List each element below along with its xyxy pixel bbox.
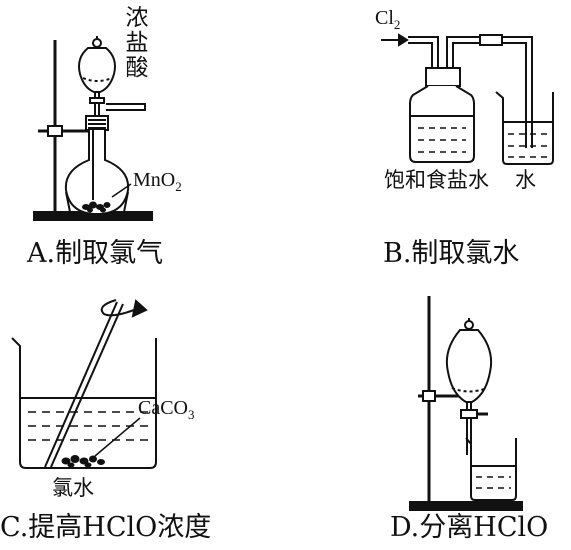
glass-rod: [44, 301, 118, 468]
caco3-solid: [61, 455, 105, 468]
separatory-funnel: [445, 329, 493, 403]
caco3-label: CaCO3: [138, 397, 195, 422]
bottle-label: 饱和食盐水: [384, 168, 489, 192]
panel-a-apparatus: [33, 36, 153, 221]
beaker: [11, 337, 157, 469]
caption-d: D.分离HClO: [390, 512, 549, 543]
panel-b-apparatus: [381, 33, 554, 165]
panel-d-apparatus: [409, 296, 523, 511]
beaker: [495, 91, 554, 165]
beaker-label: 水: [515, 168, 536, 192]
rotation-arrow: [100, 299, 135, 317]
stand-base: [409, 501, 523, 511]
cl2-label: Cl2: [375, 7, 401, 32]
stopcock: [460, 409, 478, 419]
caption-c: C.提高HClO浓度: [0, 512, 212, 543]
caption-b: B.制取氯水: [383, 238, 520, 269]
rubber-connector: [479, 34, 503, 46]
round-bottom-flask: [64, 130, 130, 216]
beaker: [465, 437, 517, 501]
liquid-label: 氯水: [52, 476, 94, 500]
panel-c-apparatus: [11, 299, 157, 469]
mno2-label: MnO2: [133, 169, 182, 194]
reagent-label: 浓盐酸: [125, 5, 149, 81]
caption-a: A.制取氯气: [27, 238, 164, 269]
gas-washing-bottle: [409, 85, 475, 163]
mno2-solid: [82, 201, 111, 213]
